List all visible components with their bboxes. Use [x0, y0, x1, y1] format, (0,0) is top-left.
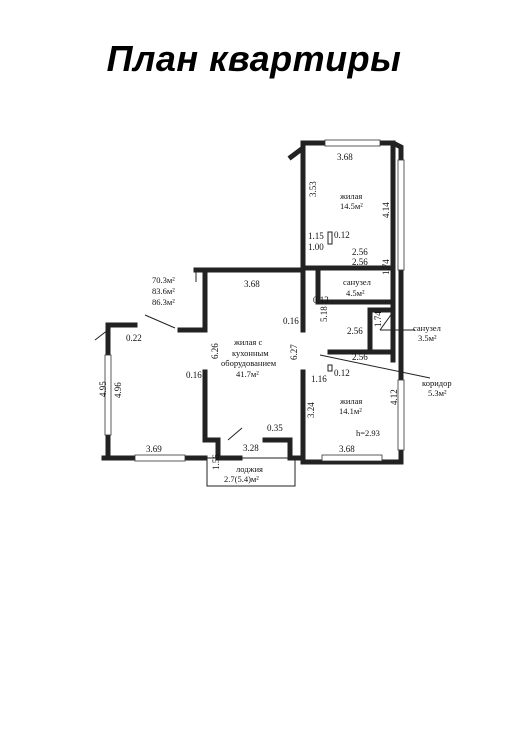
room-living-line3: оборудованием [221, 358, 277, 368]
window-bottom-right [321, 454, 383, 462]
door-arc-b [94, 329, 109, 341]
door-arc-a [144, 314, 176, 329]
dim-626: 6.26 [210, 343, 220, 359]
room-bedroom-bottom-area: 14.1м² [339, 406, 362, 416]
dim-012-a: 0.12 [334, 230, 350, 240]
window-right-upper [397, 159, 405, 271]
dim-116: 1.16 [311, 374, 327, 384]
room-bedroom-top-area: 14.5м² [340, 201, 363, 211]
windows [104, 139, 405, 462]
room-bedroom-top-name: жилая [339, 191, 362, 201]
dim-174-a: 1.74 [381, 259, 391, 275]
dim-115: 1.15 [308, 231, 324, 241]
window-right-lower [397, 379, 405, 451]
door-swings [94, 231, 431, 441]
dim-496: 4.96 [113, 382, 123, 398]
door-arc-d [379, 311, 394, 331]
dim-368-top: 3.68 [337, 152, 353, 162]
dim-035: 0.35 [267, 423, 283, 433]
dim-369: 3.69 [146, 444, 162, 454]
dim-495: 4.95 [98, 381, 108, 397]
room-loggia-area: 2.7(5.4)м² [224, 474, 259, 484]
loggia-outline [206, 457, 296, 487]
walls [101, 140, 404, 465]
dim-324: 3.24 [306, 402, 316, 418]
door-arc-c [227, 427, 243, 441]
dim-256-d: 2.56 [352, 352, 368, 362]
dim-013: 0.13 [313, 295, 329, 305]
room-bath2-name: санузел [413, 323, 442, 333]
dimension-labels: 3.68 3.53 4.14 1.15 0.12 1.00 2.56 2.56 … [98, 152, 399, 470]
window-bottom-left [134, 454, 186, 462]
window-top [324, 139, 381, 147]
room-bath1-name: санузел [343, 277, 372, 287]
total-area-3: 86.3м² [152, 297, 175, 307]
dim-016-b: 0.16 [186, 370, 202, 380]
page-title: План квартиры [106, 38, 402, 79]
dim-022: 0.22 [126, 333, 142, 343]
dim-368-bot: 3.68 [339, 444, 355, 454]
wall-loggia-partition [262, 437, 306, 461]
fixture-b [327, 364, 333, 372]
dim-368-mid: 3.68 [244, 279, 260, 289]
window-left [104, 354, 112, 436]
dim-627: 6.27 [289, 344, 299, 360]
room-bath2-area: 3.5м² [418, 333, 437, 343]
dim-256-a: 2.56 [352, 247, 368, 257]
dim-412: 4.12 [389, 389, 399, 405]
leader-corridor [319, 354, 431, 379]
dim-100: 1.00 [308, 242, 324, 252]
dim-156: 1.56 [211, 454, 221, 470]
dim-414: 4.14 [381, 202, 391, 218]
room-bath1-area: 4.5м² [346, 288, 365, 298]
dim-328: 3.28 [243, 443, 259, 453]
dim-256-b: 2.56 [352, 257, 368, 267]
ceiling-height: h=2.93 [356, 428, 380, 438]
room-loggia-name: лоджия [236, 464, 263, 474]
dim-012-b: 0.12 [334, 368, 350, 378]
fixture-a [327, 231, 333, 245]
room-bedroom-bottom-name: жилая [339, 396, 362, 406]
total-area-2: 83.6м² [152, 286, 175, 296]
dim-016-a: 0.16 [283, 316, 299, 326]
dim-256-c: 2.56 [347, 326, 363, 336]
room-living-line2: кухонным [232, 348, 269, 358]
total-area-1: 70.3м² [152, 275, 175, 285]
dim-353: 3.53 [308, 181, 318, 197]
dim-174-b: 1.74 [373, 311, 383, 327]
room-living-area: 41.7м² [236, 369, 259, 379]
room-living-line1: жилая с [233, 337, 262, 347]
room-corridor-name: коридор [422, 378, 452, 388]
room-corridor-area: 5.3м² [428, 388, 447, 398]
wall-living-left-upper [177, 272, 208, 333]
room-labels: жилая 14.5м² санузел 4.5м² санузел 3.5м²… [152, 191, 452, 484]
dim-518: 5.18 [319, 306, 329, 322]
